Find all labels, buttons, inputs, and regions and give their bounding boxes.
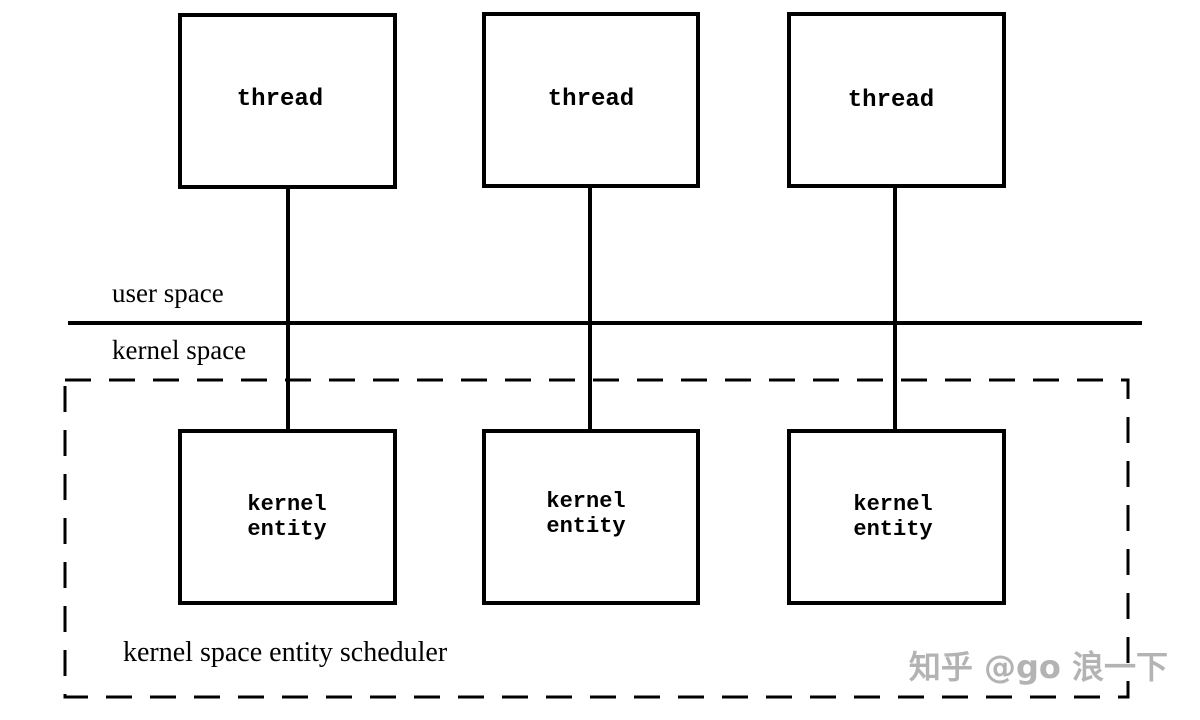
kernel-entity-box-3: kernel entity xyxy=(787,429,1006,605)
user-space-label: user space xyxy=(112,278,224,308)
kernel-entity-line1-1: kernel xyxy=(247,492,326,517)
thread-box-2: thread xyxy=(482,12,700,188)
kernel-entity-line2-3: entity xyxy=(853,517,932,542)
kernel-entity-line1-3: kernel xyxy=(853,492,932,517)
scheduler-label: kernel space entity scheduler xyxy=(123,637,448,668)
scheduler-region xyxy=(63,378,1130,699)
kernel-entity-box-1: kernel entity xyxy=(178,429,397,605)
thread-label-2: thread xyxy=(548,86,634,113)
thread-box-1: thread xyxy=(178,13,397,189)
kernel-entity-line2-1: entity xyxy=(247,517,326,542)
kernel-space-label: kernel space xyxy=(112,335,246,365)
kernel-entity-line1-2: kernel xyxy=(546,489,625,514)
kernel-entity-box-2: kernel entity xyxy=(482,429,700,605)
thread-box-3: thread xyxy=(787,12,1006,188)
watermark: 知乎 @go 浪一下 xyxy=(909,648,1168,686)
kernel-entity-line2-2: entity xyxy=(546,514,625,539)
thread-label-3: thread xyxy=(848,87,934,114)
thread-label-1: thread xyxy=(237,86,323,113)
